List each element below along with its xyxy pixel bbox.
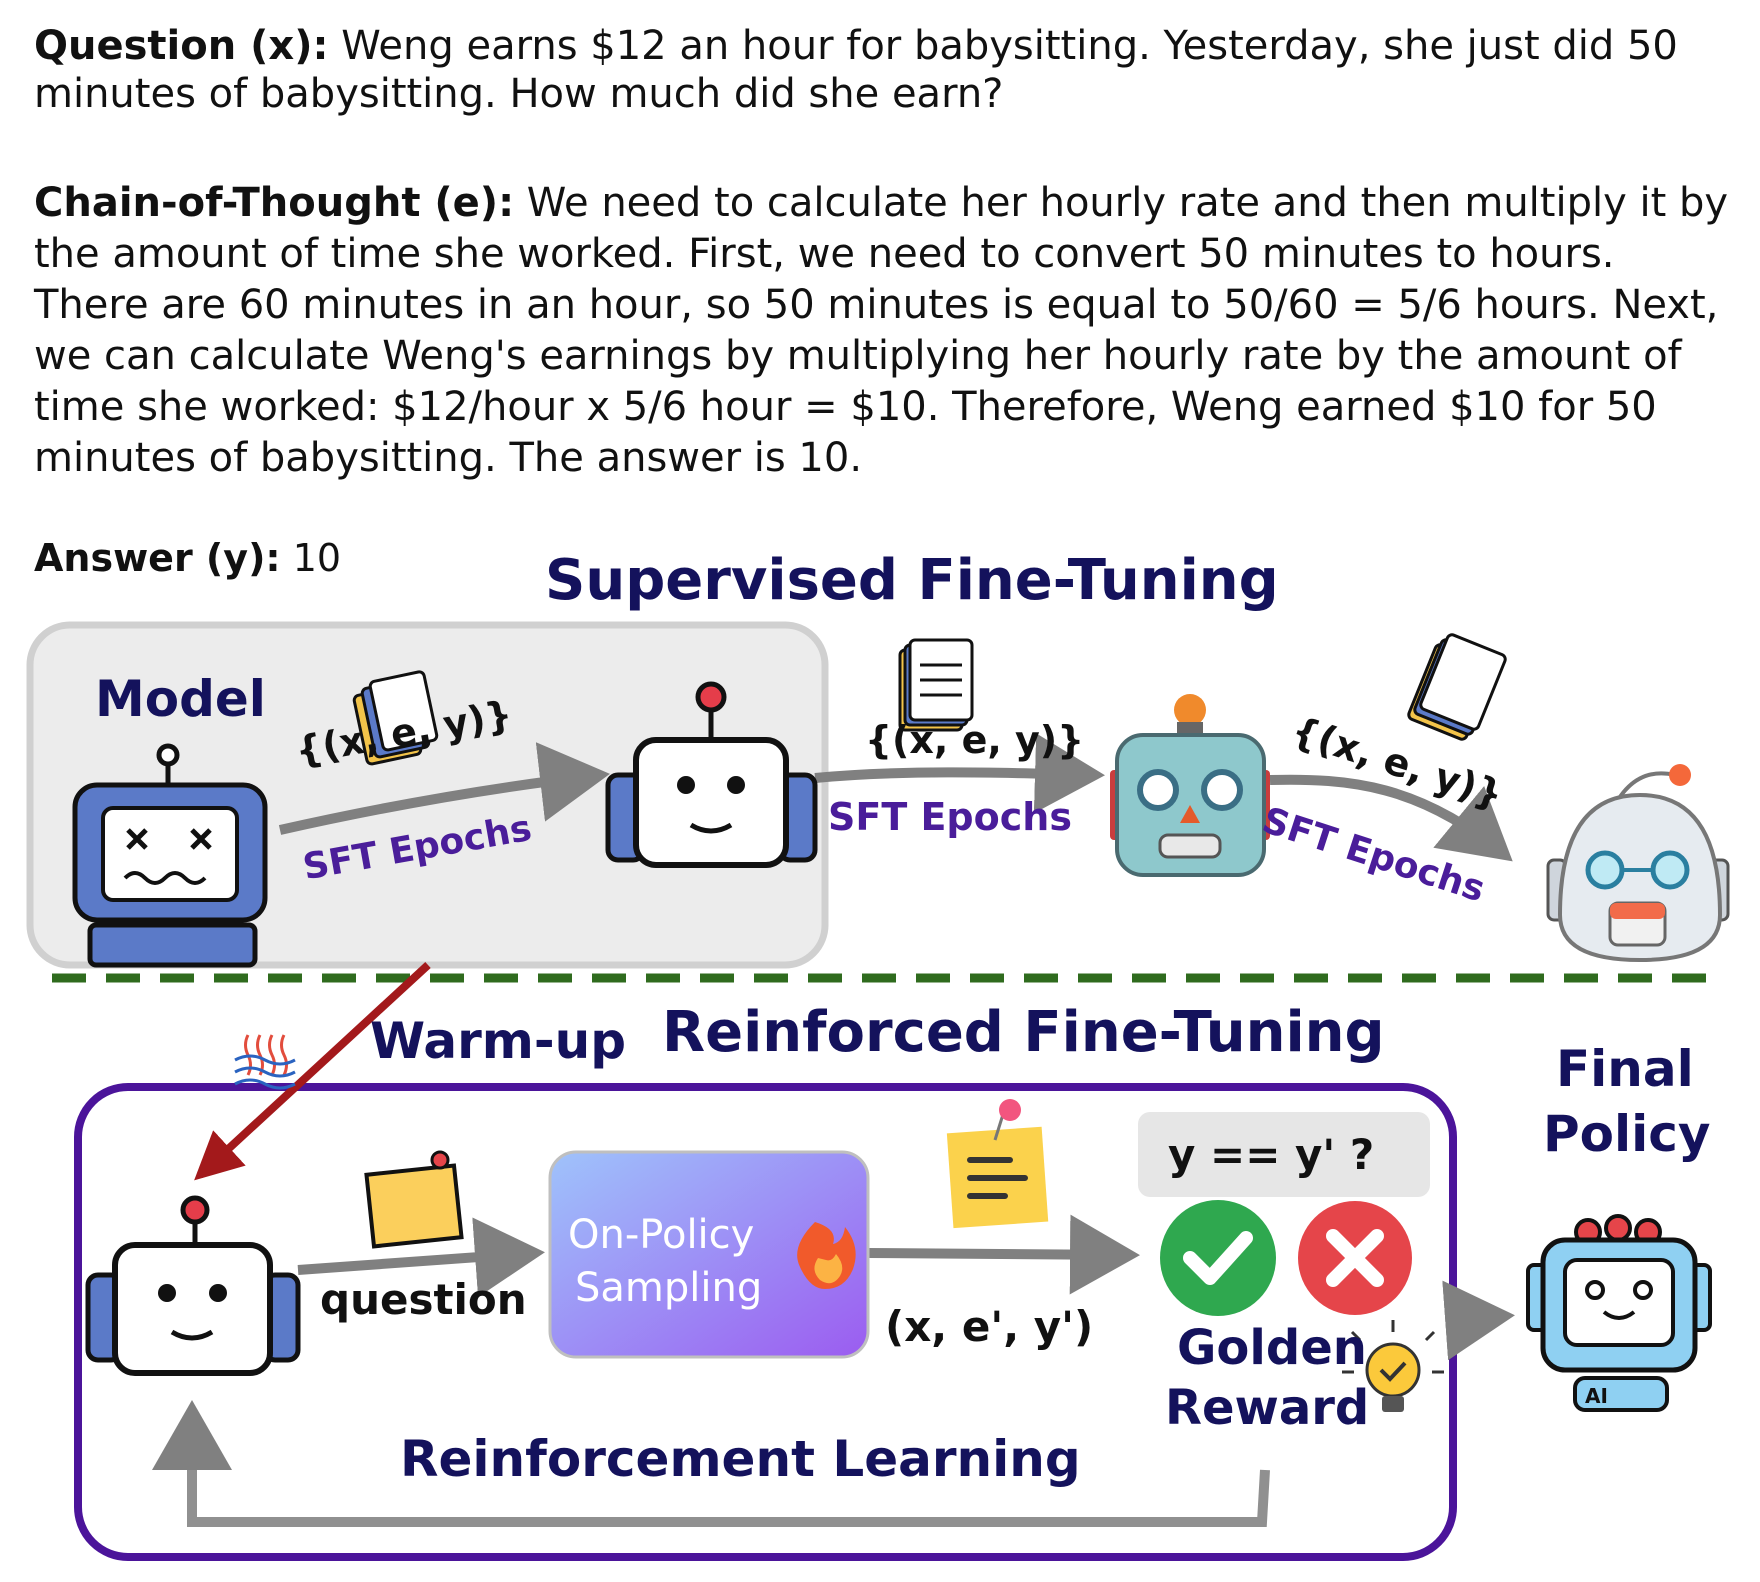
check-icon [1160, 1200, 1276, 1316]
warmup-label: Warm-up [370, 1012, 627, 1070]
question-text: Weng earns $12 an hour for babysitting. … [34, 23, 1678, 117]
final-label-1: Final [1556, 1040, 1694, 1098]
sft-title: Supervised Fine-Tuning [545, 548, 1279, 613]
rft-title: Reinforced Fine-Tuning [662, 1000, 1385, 1065]
cross-icon [1298, 1201, 1412, 1315]
warmup-arrow [194, 962, 431, 1181]
robot-icon [72, 743, 268, 968]
sampling-label-2: Sampling [575, 1265, 763, 1311]
svg-text:AI: AI [1585, 1384, 1608, 1408]
sampling-box [548, 1150, 870, 1359]
rl-loop-arrow [152, 1400, 1270, 1527]
question-label: Question (x): [34, 23, 329, 69]
robot-icon: AI [1526, 1214, 1712, 1412]
model-label: Model [95, 670, 266, 728]
document-icon [1407, 633, 1507, 741]
sample-triple: (x, e', y') [885, 1302, 1094, 1351]
document-icon [352, 670, 439, 766]
sft-arrow-3 [1269, 774, 1513, 862]
question-block: Question (x): Weng earns $12 an hour for… [34, 22, 1734, 118]
rl-label: Reinforcement Learning [400, 1430, 1081, 1488]
robot-icon [605, 681, 818, 868]
answer-label: Answer (y): [34, 536, 281, 580]
cot-text: We need to calculate her hourly rate and… [34, 180, 1729, 481]
steam-icon [234, 1034, 296, 1090]
sft-epochs-2: SFT Epochs [828, 795, 1072, 839]
sample-arrow [867, 1214, 1140, 1295]
robot-icon [1546, 764, 1730, 963]
fire-icon [797, 1222, 856, 1289]
robot-icon [1110, 694, 1270, 877]
sticky-note-icon [364, 1150, 464, 1249]
answer-value: 10 [292, 536, 342, 580]
cot-block: Chain-of-Thought (e): We need to calcula… [34, 178, 1734, 484]
question-arrow [297, 1217, 545, 1298]
lightbulb-icon [1342, 1320, 1444, 1412]
reward-label-1: Golden [1177, 1320, 1367, 1376]
sticky-note-icon [946, 1099, 1049, 1229]
check-label: y == y' ? [1168, 1130, 1375, 1179]
sft-arrow-1 [278, 742, 610, 835]
sft-arrow-2 [814, 733, 1105, 814]
answer-block: Answer (y): 10 [34, 536, 341, 580]
sampling-label-1: On-Policy [568, 1212, 755, 1258]
final-label-2: Policy [1543, 1105, 1711, 1163]
cot-label: Chain-of-Thought (e): [34, 180, 515, 226]
reward-label-2: Reward [1165, 1380, 1370, 1436]
sft-triple-2: {(x, e, y)} [865, 718, 1085, 762]
check-box [1138, 1112, 1430, 1197]
final-arrow [1442, 1280, 1515, 1361]
robot-icon [85, 1195, 301, 1376]
question-label-rl: question [320, 1275, 527, 1324]
document-icon [898, 638, 974, 732]
